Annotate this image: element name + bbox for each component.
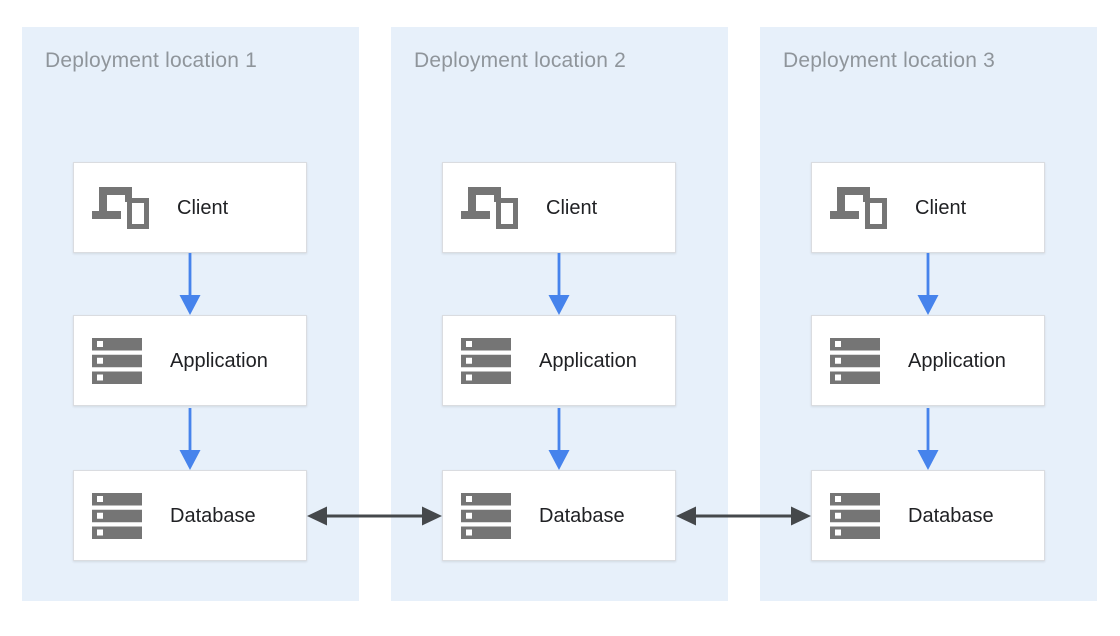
panel-title: Deployment location 2 (414, 49, 626, 72)
devices-icon (830, 186, 887, 229)
application-node: Application (73, 315, 307, 406)
client-node: Client (73, 162, 307, 253)
application-node: Application (442, 315, 676, 406)
panel-title: Deployment location 1 (45, 49, 257, 72)
node-label: Application (908, 349, 1006, 372)
flow-arrow-client-to-application (917, 253, 939, 315)
database-node: Database (73, 470, 307, 561)
flow-arrow-application-to-database (917, 408, 939, 470)
panel-title: Deployment location 3 (783, 49, 995, 72)
devices-icon (461, 186, 518, 229)
deployment-location-3-panel: Deployment location 3 Client (760, 27, 1097, 601)
server-stack-icon (461, 337, 511, 384)
database-node: Database (811, 470, 1045, 561)
server-stack-icon (92, 492, 142, 539)
node-label: Database (539, 504, 625, 527)
node-label: Database (170, 504, 256, 527)
node-label: Application (539, 349, 637, 372)
db-replication-arrow-2-3 (676, 506, 811, 526)
server-stack-icon (461, 492, 511, 539)
flow-arrow-application-to-database (548, 408, 570, 470)
node-label: Database (908, 504, 994, 527)
node-label: Client (546, 196, 598, 219)
deployment-location-2-panel: Deployment location 2 Client (391, 27, 728, 601)
client-node: Client (442, 162, 676, 253)
application-node: Application (811, 315, 1045, 406)
node-label: Client (177, 196, 229, 219)
db-replication-arrow-1-2 (307, 506, 442, 526)
server-stack-icon (92, 337, 142, 384)
deployment-location-1-panel: Deployment location 1 Client (22, 27, 359, 601)
database-node: Database (442, 470, 676, 561)
flow-arrow-client-to-application (179, 253, 201, 315)
client-node: Client (811, 162, 1045, 253)
flow-arrow-application-to-database (179, 408, 201, 470)
node-label: Client (915, 196, 967, 219)
server-stack-icon (830, 337, 880, 384)
node-label: Application (170, 349, 268, 372)
server-stack-icon (830, 492, 880, 539)
devices-icon (92, 186, 149, 229)
flow-arrow-client-to-application (548, 253, 570, 315)
